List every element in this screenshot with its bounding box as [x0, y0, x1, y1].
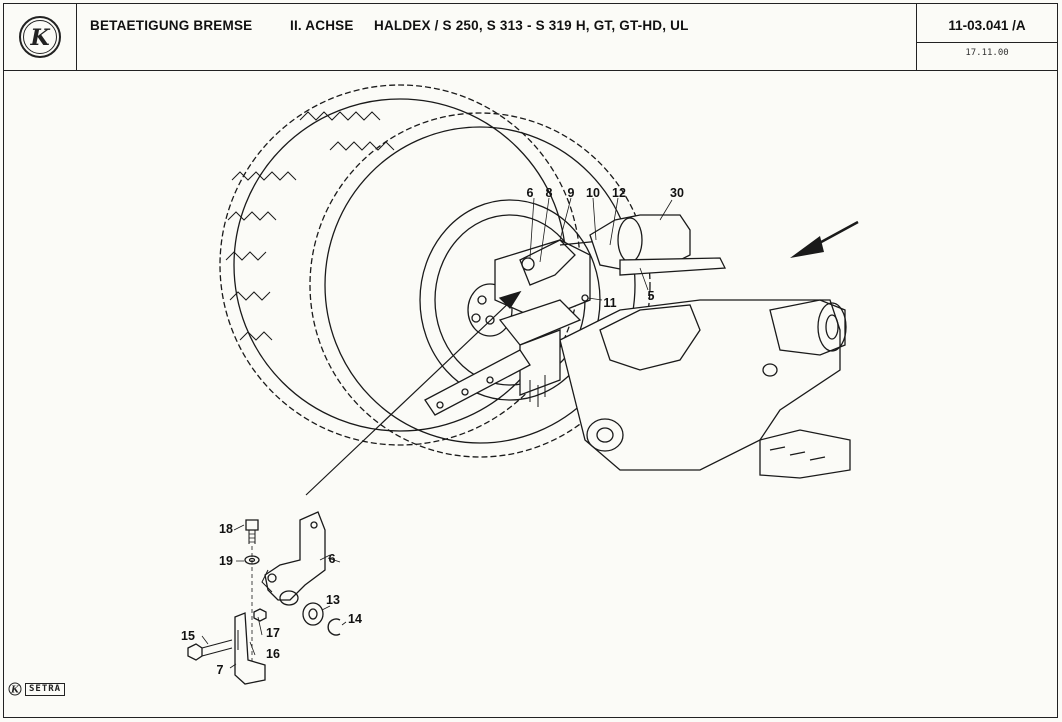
title-block: K BETAETIGUNG BREMSE II. ACHSE HALDEX / … — [4, 4, 1057, 71]
callout-30: 30 — [670, 186, 684, 200]
brake-bracket — [424, 239, 591, 416]
axle-label: II. ACHSE — [290, 18, 354, 33]
callout-6-detail: 6 — [328, 552, 336, 566]
kaessbohrer-logo: K — [4, 4, 77, 70]
document-number: 11-03.041 /A — [948, 18, 1026, 33]
callout-13: 13 — [326, 593, 340, 607]
callout-17: 17 — [266, 626, 280, 640]
svg-text:K: K — [10, 686, 20, 696]
callout-10: 10 — [586, 186, 600, 200]
footer-brand: K SETRA — [8, 682, 66, 696]
callout-8: 8 — [545, 186, 553, 200]
revision-date: 17.11.00 — [917, 42, 1057, 70]
svg-text:K: K — [29, 25, 50, 51]
callout-7: 7 — [216, 663, 224, 677]
callout-16: 16 — [266, 647, 280, 661]
tyre-inner — [309, 112, 651, 458]
callout-18: 18 — [219, 522, 233, 536]
callout-12: 12 — [612, 186, 626, 200]
page-title: BETAETIGUNG BREMSE — [90, 18, 253, 33]
exploded-detail — [187, 511, 347, 685]
callout-11: 11 — [603, 296, 617, 310]
setra-brand: SETRA — [25, 682, 66, 696]
detail-leader-line — [305, 299, 513, 496]
slack-adjuster — [519, 239, 611, 286]
callout-15: 15 — [181, 629, 195, 643]
detail-arrowhead — [498, 290, 522, 310]
brake-chamber — [581, 214, 727, 302]
document-number-cell: 11-03.041 /A 17.11.00 — [916, 4, 1057, 70]
k-small-logo-icon: K — [8, 682, 22, 696]
axle-housing — [559, 299, 851, 479]
callout-5: 5 — [647, 289, 655, 303]
callout-6: 6 — [526, 186, 534, 200]
model-spec: HALDEX / S 250, S 313 - S 319 H, GT, GT-… — [374, 18, 689, 33]
callout-9: 9 — [567, 186, 575, 200]
k-logo-icon: K — [19, 16, 61, 58]
drawing-sheet: K BETAETIGUNG BREMSE II. ACHSE HALDEX / … — [3, 3, 1058, 718]
callout-14: 14 — [348, 612, 362, 626]
callout-19: 19 — [219, 554, 233, 568]
